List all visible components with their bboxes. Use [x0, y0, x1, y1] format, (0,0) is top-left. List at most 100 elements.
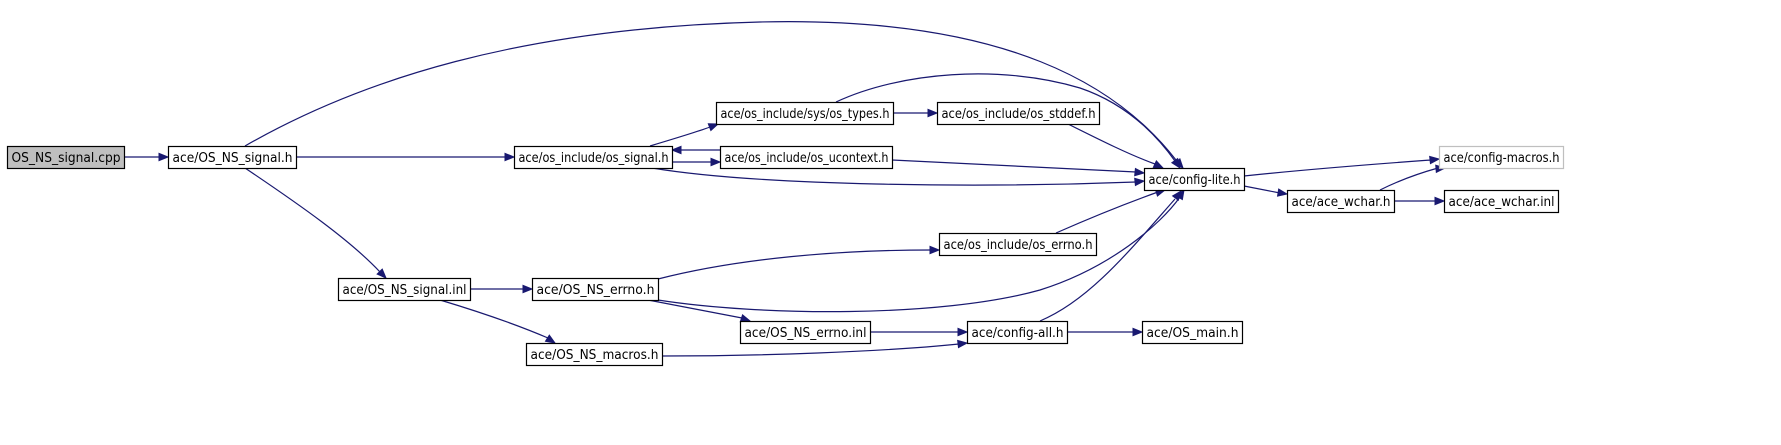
edges-layer: [124, 21, 1447, 357]
arrowhead: [1134, 167, 1146, 177]
arrowhead: [1276, 188, 1289, 197]
edge-line: [244, 21, 1177, 161]
arrowhead: [670, 145, 682, 155]
edge-line: [244, 167, 381, 273]
node-box: [739, 320, 872, 345]
edge-ace_os_include_sys_os_types_h-to-ace_config_lite_h: [835, 73, 1181, 170]
arrowhead: [1170, 157, 1181, 170]
node-box: [6, 145, 126, 170]
nodes-layer: OS_NS_signal.cpp ace/OS_NS_signal.h ace/os…: [6, 101, 1565, 367]
node-box: [719, 145, 894, 170]
arrowhead: [504, 152, 516, 162]
edge-ace_os_include_os_signal_h-to-ace_config_lite_h: [651, 167, 1146, 187]
node-label: ace/config-lite.h: [1149, 172, 1241, 188]
node-ace-config-all-h[interactable]: ace/config-all.h: [966, 320, 1069, 345]
node-label: ace/OS_NS_macros.h: [531, 347, 659, 363]
edge-line: [891, 159, 1137, 173]
node-ace-os-ns-errno-h[interactable]: ace/OS_NS_errno.h: [531, 277, 660, 302]
edge-ace_os_include_os_ucontext_h-to-ace_os_include_os_signal_h: [670, 145, 720, 155]
node-ace-ace-wchar-inl[interactable]: ace/ace_wchar.inl: [1443, 189, 1560, 214]
node-box: [513, 145, 674, 170]
node-ace-os-include-os-stddef-h[interactable]: ace/os_include/os_stddef.h: [936, 101, 1101, 126]
node-os-ns-signal-cpp[interactable]: OS_NS_signal.cpp: [6, 145, 126, 170]
node-label: ace/OS_NS_signal.h: [173, 150, 293, 166]
node-box: [337, 277, 472, 302]
arrowhead: [1434, 196, 1446, 206]
arrowhead: [522, 284, 534, 294]
edge-line: [835, 73, 1176, 162]
edge-line: [1039, 198, 1176, 322]
node-label: ace/OS_main.h: [1147, 325, 1239, 341]
edge-ace_ace_wchar_h-to-ace_ace_wchar_inl: [1394, 196, 1446, 206]
edge-line: [1243, 185, 1281, 194]
edge-ace_os_ns_macros_h-to-ace_config_all_h: [661, 339, 969, 357]
arrowhead: [957, 339, 969, 349]
edge-line: [649, 126, 711, 147]
edge-ace_os_ns_signal_inl-to-ace_os_ns_macros_h: [439, 299, 557, 344]
arrowhead: [376, 268, 387, 279]
edge-line: [647, 299, 743, 319]
arrowhead: [739, 313, 752, 323]
node-box: [936, 101, 1101, 126]
node-label: ace/ace_wchar.h: [1292, 194, 1391, 210]
arrowhead: [957, 327, 969, 337]
edge-line: [1055, 191, 1159, 234]
edge-ace_os_ns_signal_inl-to-ace_os_ns_errno_h: [470, 284, 534, 294]
node-label: ace/ace_wchar.inl: [1449, 194, 1555, 210]
node-ace-os-main-h[interactable]: ace/OS_main.h: [1141, 320, 1244, 345]
edge-line: [661, 343, 960, 357]
edge-ace_os_ns_errno_inl-to-ace_config_all_h: [870, 327, 969, 337]
node-ace-os-ns-signal-inl[interactable]: ace/OS_NS_signal.inl: [337, 277, 472, 302]
edge-ace_os_ns_signal_h-to-ace_config_lite_h: [244, 21, 1184, 170]
node-label: ace/os_include/os_signal.h: [519, 150, 669, 166]
node-ace-config-lite-h[interactable]: ace/config-lite.h: [1143, 167, 1246, 192]
arrowhead: [929, 245, 941, 255]
edge-ace_os_ns_signal_h-to-ace_os_include_os_signal_h: [296, 152, 516, 162]
node-ace-ace-wchar-h[interactable]: ace/ace_wchar.h: [1286, 189, 1396, 214]
node-box: [966, 320, 1069, 345]
node-box: [715, 101, 895, 126]
node-box: [167, 145, 298, 170]
node-ace-os-include-os-errno-h[interactable]: ace/os_include/os_errno.h: [938, 232, 1098, 257]
edge-line: [1243, 159, 1432, 177]
node-box: [525, 342, 664, 367]
node-ace-os-include-os-ucontext-h[interactable]: ace/os_include/os_ucontext.h: [719, 145, 894, 170]
edge-ace_os_include_os_ucontext_h-to-ace_config_lite_h: [891, 159, 1146, 177]
node-ace-os-ns-errno-inl[interactable]: ace/OS_NS_errno.inl: [739, 320, 872, 345]
edge-ace_ace_wchar_h-to-ace_config_macros_h: [1379, 164, 1447, 191]
edge-ace_os_ns_errno_h-to-ace_os_include_os_errno_h: [657, 245, 941, 280]
edge-ace_os_ns_errno_h-to-ace_os_ns_errno_inl: [647, 299, 752, 323]
node-box: [1438, 145, 1565, 170]
edge-line: [1379, 167, 1439, 191]
edge-ace_os_include_os_signal_h-to-ace_os_include_sys_os_types_h: [649, 123, 720, 147]
node-box: [1141, 320, 1244, 345]
node-ace-os-include-os-signal-h[interactable]: ace/os_include/os_signal.h: [513, 145, 674, 170]
node-box: [938, 232, 1098, 257]
arrowhead: [1134, 177, 1146, 187]
edge-line: [651, 167, 1137, 186]
node-ace-config-macros-h: ace/config-macros.h: [1438, 145, 1565, 170]
arrowhead: [1171, 189, 1182, 202]
arrowhead: [710, 157, 722, 167]
node-label: ace/os_include/os_errno.h: [944, 237, 1093, 253]
node-ace-os-ns-macros-h[interactable]: ace/OS_NS_macros.h: [525, 342, 664, 367]
node-box: [1286, 189, 1396, 214]
node-label: OS_NS_signal.cpp: [12, 150, 121, 166]
edge-ace_os_include_os_errno_h-to-ace_config_lite_h: [1055, 188, 1167, 234]
edge-os_ns_signal_cpp-to-ace_os_ns_signal_h: [124, 152, 170, 162]
node-label: ace/os_include/os_stddef.h: [942, 106, 1096, 122]
node-label: ace/OS_NS_errno.h: [537, 282, 655, 298]
node-box: [531, 277, 660, 302]
node-label: ace/config-macros.h: [1444, 150, 1560, 166]
node-box: [1143, 167, 1246, 192]
node-ace-os-include-sys-os-types-h[interactable]: ace/os_include/sys/os_types.h: [715, 101, 895, 126]
edge-ace_os_ns_signal_h-to-ace_os_ns_signal_inl: [244, 167, 387, 279]
edge-line: [1067, 123, 1156, 165]
edge-ace_os_ns_errno_h-to-ace_config_lite_h: [657, 188, 1185, 313]
node-ace-os-ns-signal-h[interactable]: ace/OS_NS_signal.h: [167, 145, 298, 170]
edge-ace_config_lite_h-to-ace_ace_wchar_h: [1243, 185, 1289, 197]
edge-line: [657, 249, 932, 280]
arrowhead: [1429, 155, 1441, 165]
edge-ace_config_lite_h-to-ace_config_macros_h: [1243, 155, 1441, 177]
